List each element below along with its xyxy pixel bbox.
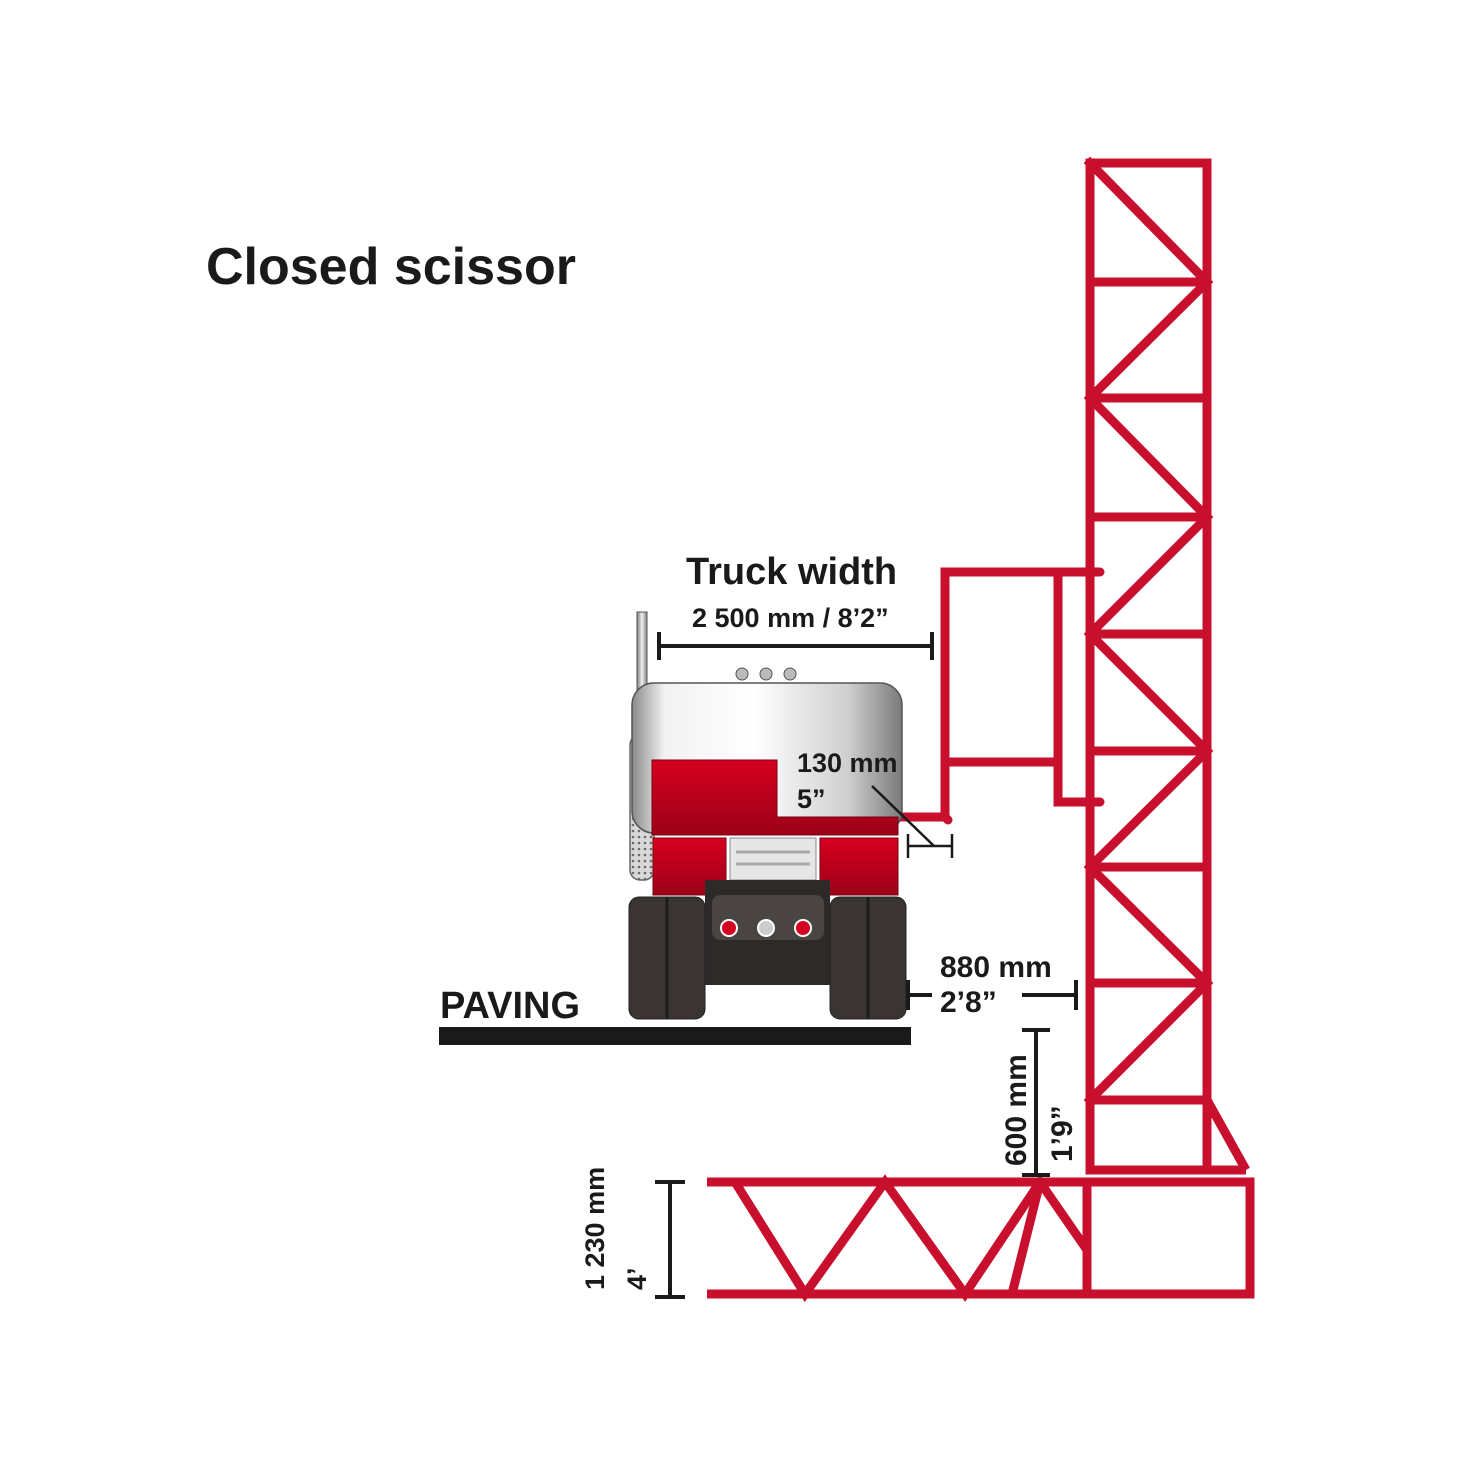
depth-dimension <box>1022 1028 1050 1177</box>
height-mm-label: 1 230 mm <box>580 1167 610 1290</box>
truck-width-dimension <box>657 632 934 660</box>
grille <box>729 837 817 881</box>
upper-red-panel <box>651 759 899 836</box>
clearance-mm-label: 880 mm <box>940 951 1052 984</box>
mast-base <box>1082 1095 1255 1299</box>
depth-mm-label: 600 mm <box>1000 1054 1033 1166</box>
clearance-ft-label: 2’8” <box>940 986 997 1019</box>
gap-mm-label: 130 mm <box>797 748 898 778</box>
height-ft-label: 4’ <box>622 1267 652 1290</box>
height-dimension <box>655 1180 685 1299</box>
truck <box>628 611 907 1020</box>
paving-label: PAVING <box>440 985 580 1027</box>
horizontal-boom <box>707 1174 1091 1303</box>
clearance-dimension <box>906 980 1078 1010</box>
gap-dimension <box>871 785 954 858</box>
truck-width-value: 2 500 mm / 8’2” <box>692 603 889 633</box>
truck-width-title: Truck width <box>686 551 897 593</box>
paving-line <box>439 1027 911 1045</box>
right-mudflap <box>819 837 899 896</box>
gap-in-label: 5” <box>797 784 826 814</box>
depth-ft-label: 1’9” <box>1046 1105 1079 1162</box>
vertical-mast <box>1083 156 1214 1175</box>
diagram-title: Closed scissor <box>206 238 576 296</box>
